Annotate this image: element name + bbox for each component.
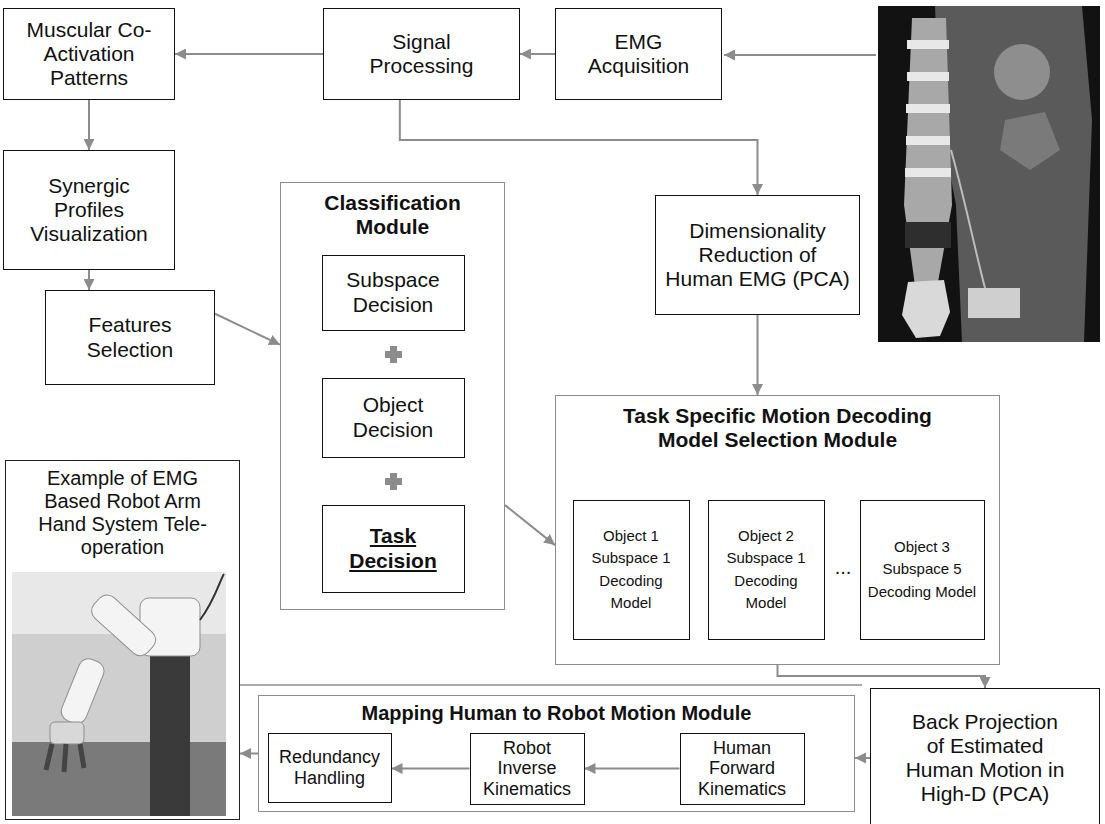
flow-arrow — [215, 314, 280, 345]
flow-arrow — [175, 53, 323, 55]
box-text: Dimensionality Reduction of Human EMG (P… — [662, 219, 853, 291]
decision-box: Subspace Decision — [322, 255, 465, 331]
frame-line — [240, 684, 862, 686]
flow-arrow — [778, 665, 986, 688]
electrode-band — [906, 136, 950, 145]
box-text: Human Forward Kinematics — [687, 738, 798, 800]
box-text: Redundancy Handling — [275, 747, 385, 788]
decoding-model-box: Object 2 Subspace 1 Decoding Model — [708, 500, 825, 640]
box-text: Muscular Co-Activation Patterns — [10, 18, 168, 90]
forearm-sleeve — [905, 222, 951, 248]
box-text: Robot Inverse Kinematics — [477, 738, 578, 800]
photo-background — [878, 6, 1100, 342]
robot-forearm — [58, 656, 107, 727]
acquisition-device — [968, 288, 1020, 318]
box-text: Object 2 Subspace 1 Decoding Model — [715, 525, 818, 615]
decoding-model-box: Object 1 Subspace 1 Decoding Model — [573, 500, 690, 640]
table — [12, 742, 226, 816]
shirt-print — [994, 44, 1050, 100]
flow-arrow — [400, 100, 758, 195]
electrode-band — [907, 72, 949, 81]
plus-symbol — [385, 478, 402, 485]
box-text: Object Decision — [329, 393, 458, 441]
box-text: Task Decision — [329, 524, 458, 572]
flow-arrow — [240, 753, 258, 755]
process-box: Features Selection — [45, 290, 215, 385]
hand — [902, 280, 950, 338]
box-text: EMG Acquisition — [569, 30, 709, 78]
module-title: Mapping Human to Robot Motion Module — [362, 702, 752, 725]
t-shirt — [935, 6, 1092, 342]
robot-wrist — [50, 722, 84, 744]
box-text: Subspace Decision — [329, 268, 458, 316]
process-box: EMG Acquisition — [555, 8, 722, 100]
photo-background — [12, 572, 226, 816]
module-title: Task Specific Motion Decoding Model Sele… — [603, 404, 953, 452]
plus-symbol — [385, 351, 402, 358]
decision-box: Task Decision — [322, 505, 465, 593]
ellipsis-label: ... — [824, 556, 862, 579]
flow-arrow — [520, 53, 555, 55]
box-text: Features Selection — [52, 313, 208, 361]
box-text: Synergic Profiles Visualization — [19, 174, 159, 246]
box-text: Back Projection of Estimated Human Motio… — [903, 710, 1068, 807]
decoding-model-box: Object 3 Subspace 5 Decoding Model — [860, 500, 985, 640]
signal-arrow — [724, 54, 876, 56]
module-title: Classification Module — [303, 191, 483, 239]
process-box: Back Projection of Estimated Human Motio… — [870, 688, 1100, 824]
process-box: Human Forward Kinematics — [680, 733, 805, 805]
robot-hand — [46, 744, 84, 772]
electrode-band — [907, 40, 949, 49]
cable — [200, 574, 224, 620]
arm — [904, 18, 952, 286]
module-box: Classification ModuleSubspace DecisionOb… — [280, 182, 505, 610]
robot-upper-arm — [88, 591, 160, 660]
module-title: Example of EMG Based Robot Arm Hand Syst… — [34, 467, 212, 559]
process-box: Dimensionality Reduction of Human EMG (P… — [655, 195, 860, 315]
cable — [951, 150, 985, 288]
flow-arrow — [88, 100, 90, 150]
box-text: Object 1 Subspace 1 Decoding Model — [580, 525, 683, 615]
module-box: Task Specific Motion Decoding Model Sele… — [555, 395, 1000, 665]
process-box: Redundancy Handling — [268, 733, 392, 803]
shirt-print — [1000, 112, 1060, 170]
box-text: Signal Processing — [347, 30, 497, 78]
flow-arrow — [505, 505, 555, 545]
flow-arrow — [585, 768, 680, 770]
flow-arrow — [392, 768, 470, 770]
example-panel: Example of EMG Based Robot Arm Hand Syst… — [5, 460, 240, 820]
flow-arrow — [855, 757, 870, 759]
process-box: Signal Processing — [323, 8, 520, 100]
module-box: Mapping Human to Robot Motion ModuleRedu… — [258, 695, 855, 812]
process-box: Muscular Co-Activation Patterns — [3, 8, 175, 100]
process-box: Synergic Profiles Visualization — [3, 150, 175, 270]
flow-arrow — [757, 315, 759, 395]
flow-arrow — [88, 270, 90, 290]
electrode-band — [905, 168, 951, 177]
box-text: Object 3 Subspace 5 Decoding Model — [867, 536, 978, 604]
electrode-band — [906, 104, 950, 113]
decision-box: Object Decision — [322, 378, 465, 458]
robot-pedestal — [150, 652, 190, 816]
process-box: Robot Inverse Kinematics — [470, 733, 585, 805]
